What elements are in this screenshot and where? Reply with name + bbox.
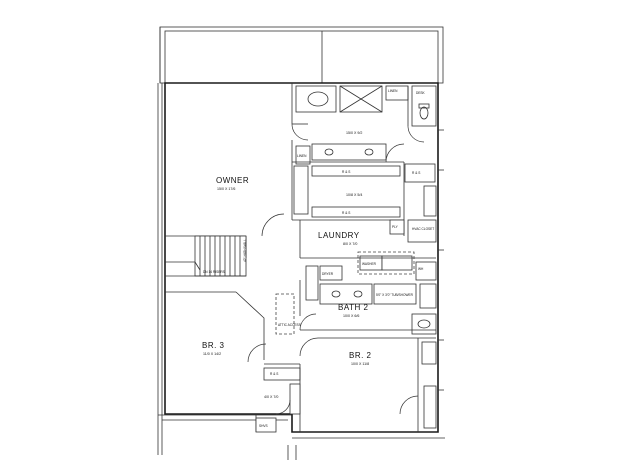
bath2-room-size: 10/0 X 6/6 — [343, 314, 359, 318]
shelves-label: SHVS — [259, 424, 268, 428]
tub-label: 5'0" X 3'0" TUB/SHOWER — [376, 293, 414, 297]
rs-label-1: R & S — [342, 170, 350, 174]
br2-room-name: BR. 2 — [349, 351, 372, 360]
hvac-closet — [407, 219, 437, 243]
double-vanity — [311, 143, 387, 161]
wh-label: WH — [418, 267, 424, 271]
dryer — [319, 265, 343, 281]
stair-dn: DN 14 RISERS — [203, 270, 225, 274]
owner-bath — [292, 85, 437, 165]
laundry-room-name: LAUNDRY — [318, 231, 360, 240]
tub-fixture — [295, 85, 337, 113]
exterior-lines — [157, 83, 445, 460]
closet3-size: 4/0 X 7/0 — [264, 395, 278, 399]
toilet-bath2 — [411, 313, 437, 335]
attic-label: ATTIC ACCESS — [278, 323, 301, 327]
bath2-room-name: BATH 2 — [338, 303, 368, 312]
ply-label: PLY — [392, 225, 399, 229]
stair-note: 42" HIGH WALL — [243, 239, 247, 262]
walk-in-closet — [292, 162, 437, 236]
stair — [165, 235, 247, 277]
rs-label-2: R & S — [342, 211, 350, 215]
laundry-room — [245, 213, 437, 281]
br2-room-size: 10/0 X 11/8 — [351, 362, 369, 366]
bath-2 — [165, 265, 437, 360]
rs-label-4: R & S — [270, 372, 278, 376]
washer-label: WASHER — [362, 262, 377, 266]
linen-label-2: LINEN — [297, 154, 307, 158]
br3-walls — [247, 343, 301, 433]
br3-room-name: BR. 3 — [202, 341, 225, 350]
tub-shower — [373, 283, 417, 305]
dryer-label: DRYER — [322, 272, 334, 276]
hvac-label: HVAC CLOSET — [412, 227, 434, 231]
br3-room-size: 11/0 X 14/2 — [203, 352, 221, 356]
owner-room-size: 15/0 X 17/6 — [217, 187, 235, 191]
owner-room-name: OWNER — [216, 176, 249, 185]
laundry-room-size: 8/0 X 7/0 — [343, 242, 357, 246]
desk-label: DESK — [416, 91, 426, 95]
closet-size: 10/8 X 5/4 — [346, 193, 362, 197]
window-ticks — [438, 129, 444, 391]
roof-outline — [159, 26, 444, 84]
linen-label: LINEN — [388, 89, 398, 93]
vanity-bath2 — [319, 283, 373, 305]
owner-bath-size: 15/0 X 9/2 — [346, 131, 362, 135]
rs-label-3: R & S — [412, 171, 420, 175]
br2-walls — [299, 337, 437, 432]
